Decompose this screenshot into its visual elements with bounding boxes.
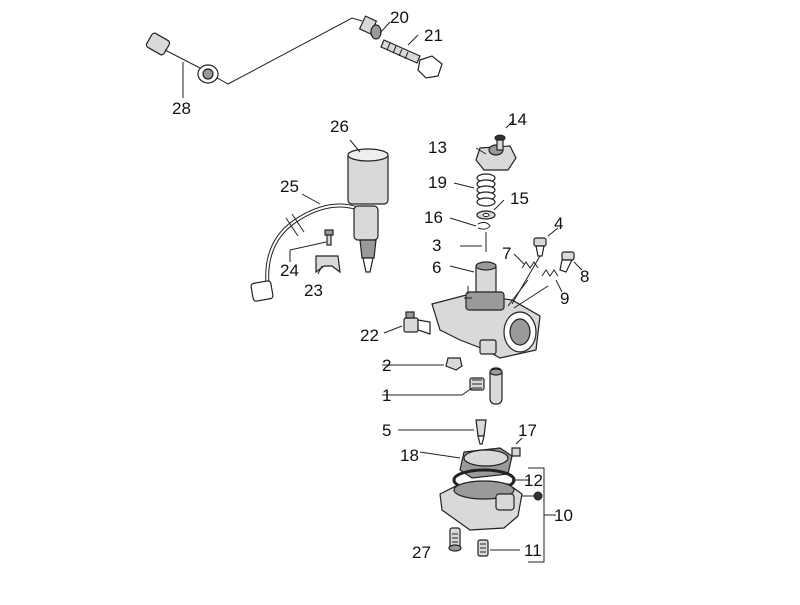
callout-19: 19: [428, 173, 447, 192]
callout-23: 23: [304, 281, 323, 300]
throttle-cable: [211, 17, 493, 142]
callout-labels: 20 21 28 26 14 13 19 25 15 16 4 3 7 6 24…: [172, 8, 589, 562]
callout-12: 12: [524, 471, 543, 490]
part-1-jet: [382, 367, 503, 405]
callout-9: 9: [560, 289, 569, 308]
part-6-slide: [449, 261, 497, 295]
callout-18: 18: [400, 446, 419, 465]
part-28-cable-end: [145, 32, 219, 98]
part-8-screw: [559, 251, 583, 273]
part-9-spring: [541, 269, 563, 293]
callout-5: 5: [382, 421, 391, 440]
callout-28: 28: [172, 99, 191, 118]
callout-4: 4: [554, 214, 563, 233]
callout-13: 13: [428, 138, 447, 157]
callout-17: 17: [518, 421, 537, 440]
part-22-fitting: [383, 311, 431, 335]
callout-25: 25: [280, 177, 299, 196]
callout-1: 1: [382, 386, 391, 405]
callout-21: 21: [424, 26, 443, 45]
part-17-pin: [511, 437, 523, 457]
part-19-spring: [453, 173, 496, 207]
callout-26: 26: [330, 117, 349, 136]
part-24-screw: [289, 229, 334, 262]
callout-10: 10: [554, 506, 573, 525]
part-13-top-cap: [475, 144, 517, 171]
part-14-cap-screw: [494, 119, 515, 151]
callout-11: 11: [524, 541, 542, 560]
part-3-needle: [460, 232, 487, 252]
callout-16: 16: [424, 208, 443, 227]
callout-22: 22: [360, 326, 379, 345]
part-25-choke-wire: [250, 193, 379, 302]
callout-24: 24: [280, 261, 299, 280]
part-21-adjuster-screw: [380, 34, 443, 79]
part-2-nut: [382, 357, 463, 371]
callout-20: 20: [390, 8, 409, 27]
part-10-bowl-assembly: [439, 467, 556, 563]
part-7-spring: [513, 253, 539, 269]
carburetor-body: [431, 255, 549, 359]
callout-8: 8: [580, 267, 589, 286]
part-5-float-needle: [398, 419, 487, 445]
part-15-washer: [476, 199, 505, 220]
callout-7: 7: [502, 244, 511, 263]
callout-15: 15: [510, 189, 529, 208]
part-23-bracket: [315, 255, 341, 275]
part-11-drain-screw: [477, 539, 520, 557]
part-4-screw: [533, 227, 559, 257]
part-20-adjuster-nut: [358, 15, 391, 40]
callout-3: 3: [432, 236, 441, 255]
callout-14: 14: [508, 110, 527, 129]
part-16-clip: [449, 217, 491, 230]
callout-27: 27: [412, 543, 431, 562]
part-26-choke-cap: [347, 139, 389, 205]
callout-6: 6: [432, 258, 441, 277]
callout-2: 2: [382, 356, 391, 375]
part-27-bowl-screw: [448, 527, 462, 552]
